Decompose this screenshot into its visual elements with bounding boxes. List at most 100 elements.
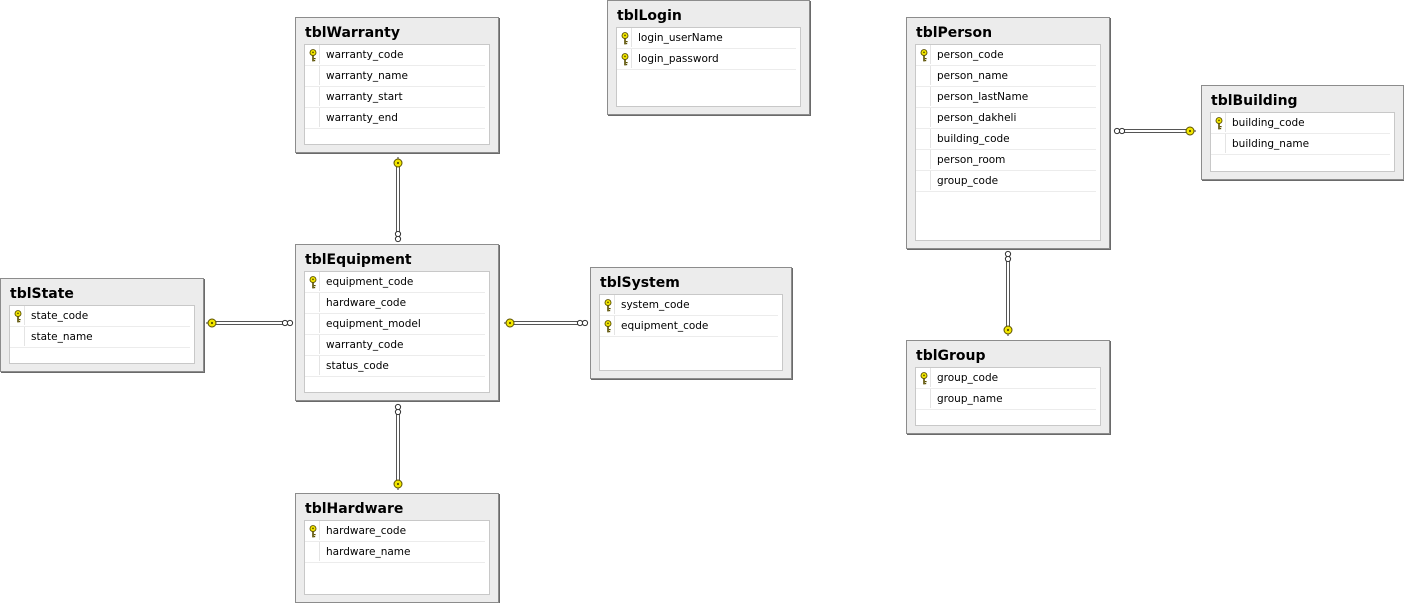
row-selector[interactable]: [305, 45, 320, 64]
row-selector[interactable]: [305, 66, 320, 85]
column-list: system_code equipment_code: [599, 294, 783, 371]
column-row[interactable]: login_password: [617, 49, 796, 70]
column-row[interactable]: person_code: [916, 45, 1096, 66]
column-row[interactable]: person_name: [916, 66, 1096, 87]
column-row[interactable]: building_code: [1211, 113, 1390, 134]
primary-key-icon: [604, 320, 612, 333]
table-tbl-hardware[interactable]: tblHardware hardware_code hardware_name: [295, 493, 499, 603]
table-title[interactable]: tblWarranty: [305, 25, 400, 41]
row-selector[interactable]: [617, 28, 632, 47]
table-title[interactable]: tblGroup: [916, 348, 986, 364]
table-title[interactable]: tblHardware: [305, 501, 404, 517]
row-selector[interactable]: [916, 150, 931, 169]
column-row[interactable]: login_userName: [617, 28, 796, 49]
column-row[interactable]: warranty_name: [305, 66, 485, 87]
column-name: login_userName: [638, 32, 723, 44]
relationship-tbl-state-tbl-equipment[interactable]: [206, 318, 294, 328]
column-row[interactable]: warranty_end: [305, 108, 485, 129]
relationship-key-icon: [207, 318, 217, 328]
row-selector[interactable]: [600, 316, 615, 335]
column-name: warranty_start: [326, 91, 403, 103]
column-name: person_code: [937, 49, 1004, 61]
relationship-key-icon: [505, 318, 515, 328]
row-selector[interactable]: [305, 272, 320, 291]
row-selector[interactable]: [305, 293, 320, 312]
relationship-tbl-equipment-tbl-system[interactable]: [504, 318, 589, 328]
row-selector[interactable]: [10, 327, 25, 346]
table-title[interactable]: tblPerson: [916, 25, 993, 41]
row-selector[interactable]: [10, 306, 25, 325]
column-list: hardware_code hardware_name: [304, 520, 490, 595]
column-row[interactable]: system_code: [600, 295, 778, 316]
row-selector[interactable]: [916, 87, 931, 106]
row-selector[interactable]: [916, 129, 931, 148]
column-list: building_code building_name: [1210, 112, 1395, 172]
table-title[interactable]: tblBuilding: [1211, 93, 1298, 109]
column-name: login_password: [638, 53, 719, 65]
row-selector[interactable]: [916, 108, 931, 127]
column-row[interactable]: building_name: [1211, 134, 1390, 155]
table-tbl-system[interactable]: tblSystem system_code equipment_code: [590, 267, 792, 379]
column-row[interactable]: hardware_name: [305, 542, 485, 563]
row-selector[interactable]: [305, 356, 320, 375]
column-row[interactable]: person_lastName: [916, 87, 1096, 108]
column-row[interactable]: status_code: [305, 356, 485, 377]
column-row[interactable]: group_code: [916, 368, 1096, 389]
table-title[interactable]: tblLogin: [617, 8, 682, 24]
column-row[interactable]: group_name: [916, 389, 1096, 410]
table-title[interactable]: tblState: [10, 286, 74, 302]
table-tbl-building[interactable]: tblBuilding building_code building_name: [1201, 85, 1404, 180]
column-row[interactable]: warranty_code: [305, 45, 485, 66]
row-selector[interactable]: [916, 66, 931, 85]
relationship-key-icon: [393, 158, 403, 168]
column-row[interactable]: person_room: [916, 150, 1096, 171]
column-row[interactable]: state_name: [10, 327, 190, 348]
table-tbl-person[interactable]: tblPerson person_code person_name person_l…: [906, 17, 1110, 249]
row-selector[interactable]: [305, 314, 320, 333]
row-selector[interactable]: [305, 108, 320, 127]
relationship-tbl-hardware-tbl-equipment[interactable]: [393, 403, 403, 490]
column-row[interactable]: equipment_model: [305, 314, 485, 335]
row-selector[interactable]: [305, 87, 320, 106]
column-row[interactable]: building_code: [916, 129, 1096, 150]
column-row[interactable]: warranty_code: [305, 335, 485, 356]
relationship-tbl-building-tbl-person[interactable]: [1113, 126, 1196, 136]
column-name: hardware_name: [326, 546, 411, 558]
column-row[interactable]: person_dakheli: [916, 108, 1096, 129]
row-selector[interactable]: [916, 45, 931, 64]
column-row[interactable]: hardware_code: [305, 521, 485, 542]
row-selector[interactable]: [600, 295, 615, 314]
row-selector[interactable]: [305, 335, 320, 354]
column-row[interactable]: hardware_code: [305, 293, 485, 314]
column-name: warranty_code: [326, 339, 404, 351]
table-title[interactable]: tblSystem: [600, 275, 680, 291]
row-selector[interactable]: [617, 49, 632, 68]
column-name: person_name: [937, 70, 1009, 82]
row-selector[interactable]: [305, 521, 320, 540]
row-selector[interactable]: [1211, 134, 1226, 153]
relationship-tbl-warranty-tbl-equipment[interactable]: [393, 157, 403, 243]
column-row[interactable]: equipment_code: [305, 272, 485, 293]
row-selector[interactable]: [916, 389, 931, 408]
row-selector[interactable]: [305, 542, 320, 561]
relationship-tbl-group-tbl-person[interactable]: [1003, 250, 1013, 336]
row-selector[interactable]: [1211, 113, 1226, 132]
row-selector[interactable]: [916, 368, 931, 387]
column-row[interactable]: state_code: [10, 306, 190, 327]
table-tbl-login[interactable]: tblLogin login_userName login_password: [607, 0, 810, 115]
table-tbl-group[interactable]: tblGroup group_code group_name: [906, 340, 1110, 434]
column-name: group_name: [937, 393, 1003, 405]
relationship-lines: [206, 126, 1196, 490]
row-selector[interactable]: [916, 171, 931, 190]
column-name: building_code: [1232, 117, 1305, 129]
column-row[interactable]: equipment_code: [600, 316, 778, 337]
column-list: group_code group_name: [915, 367, 1101, 426]
table-title[interactable]: tblEquipment: [305, 252, 412, 268]
column-row[interactable]: group_code: [916, 171, 1096, 192]
column-row[interactable]: warranty_start: [305, 87, 485, 108]
